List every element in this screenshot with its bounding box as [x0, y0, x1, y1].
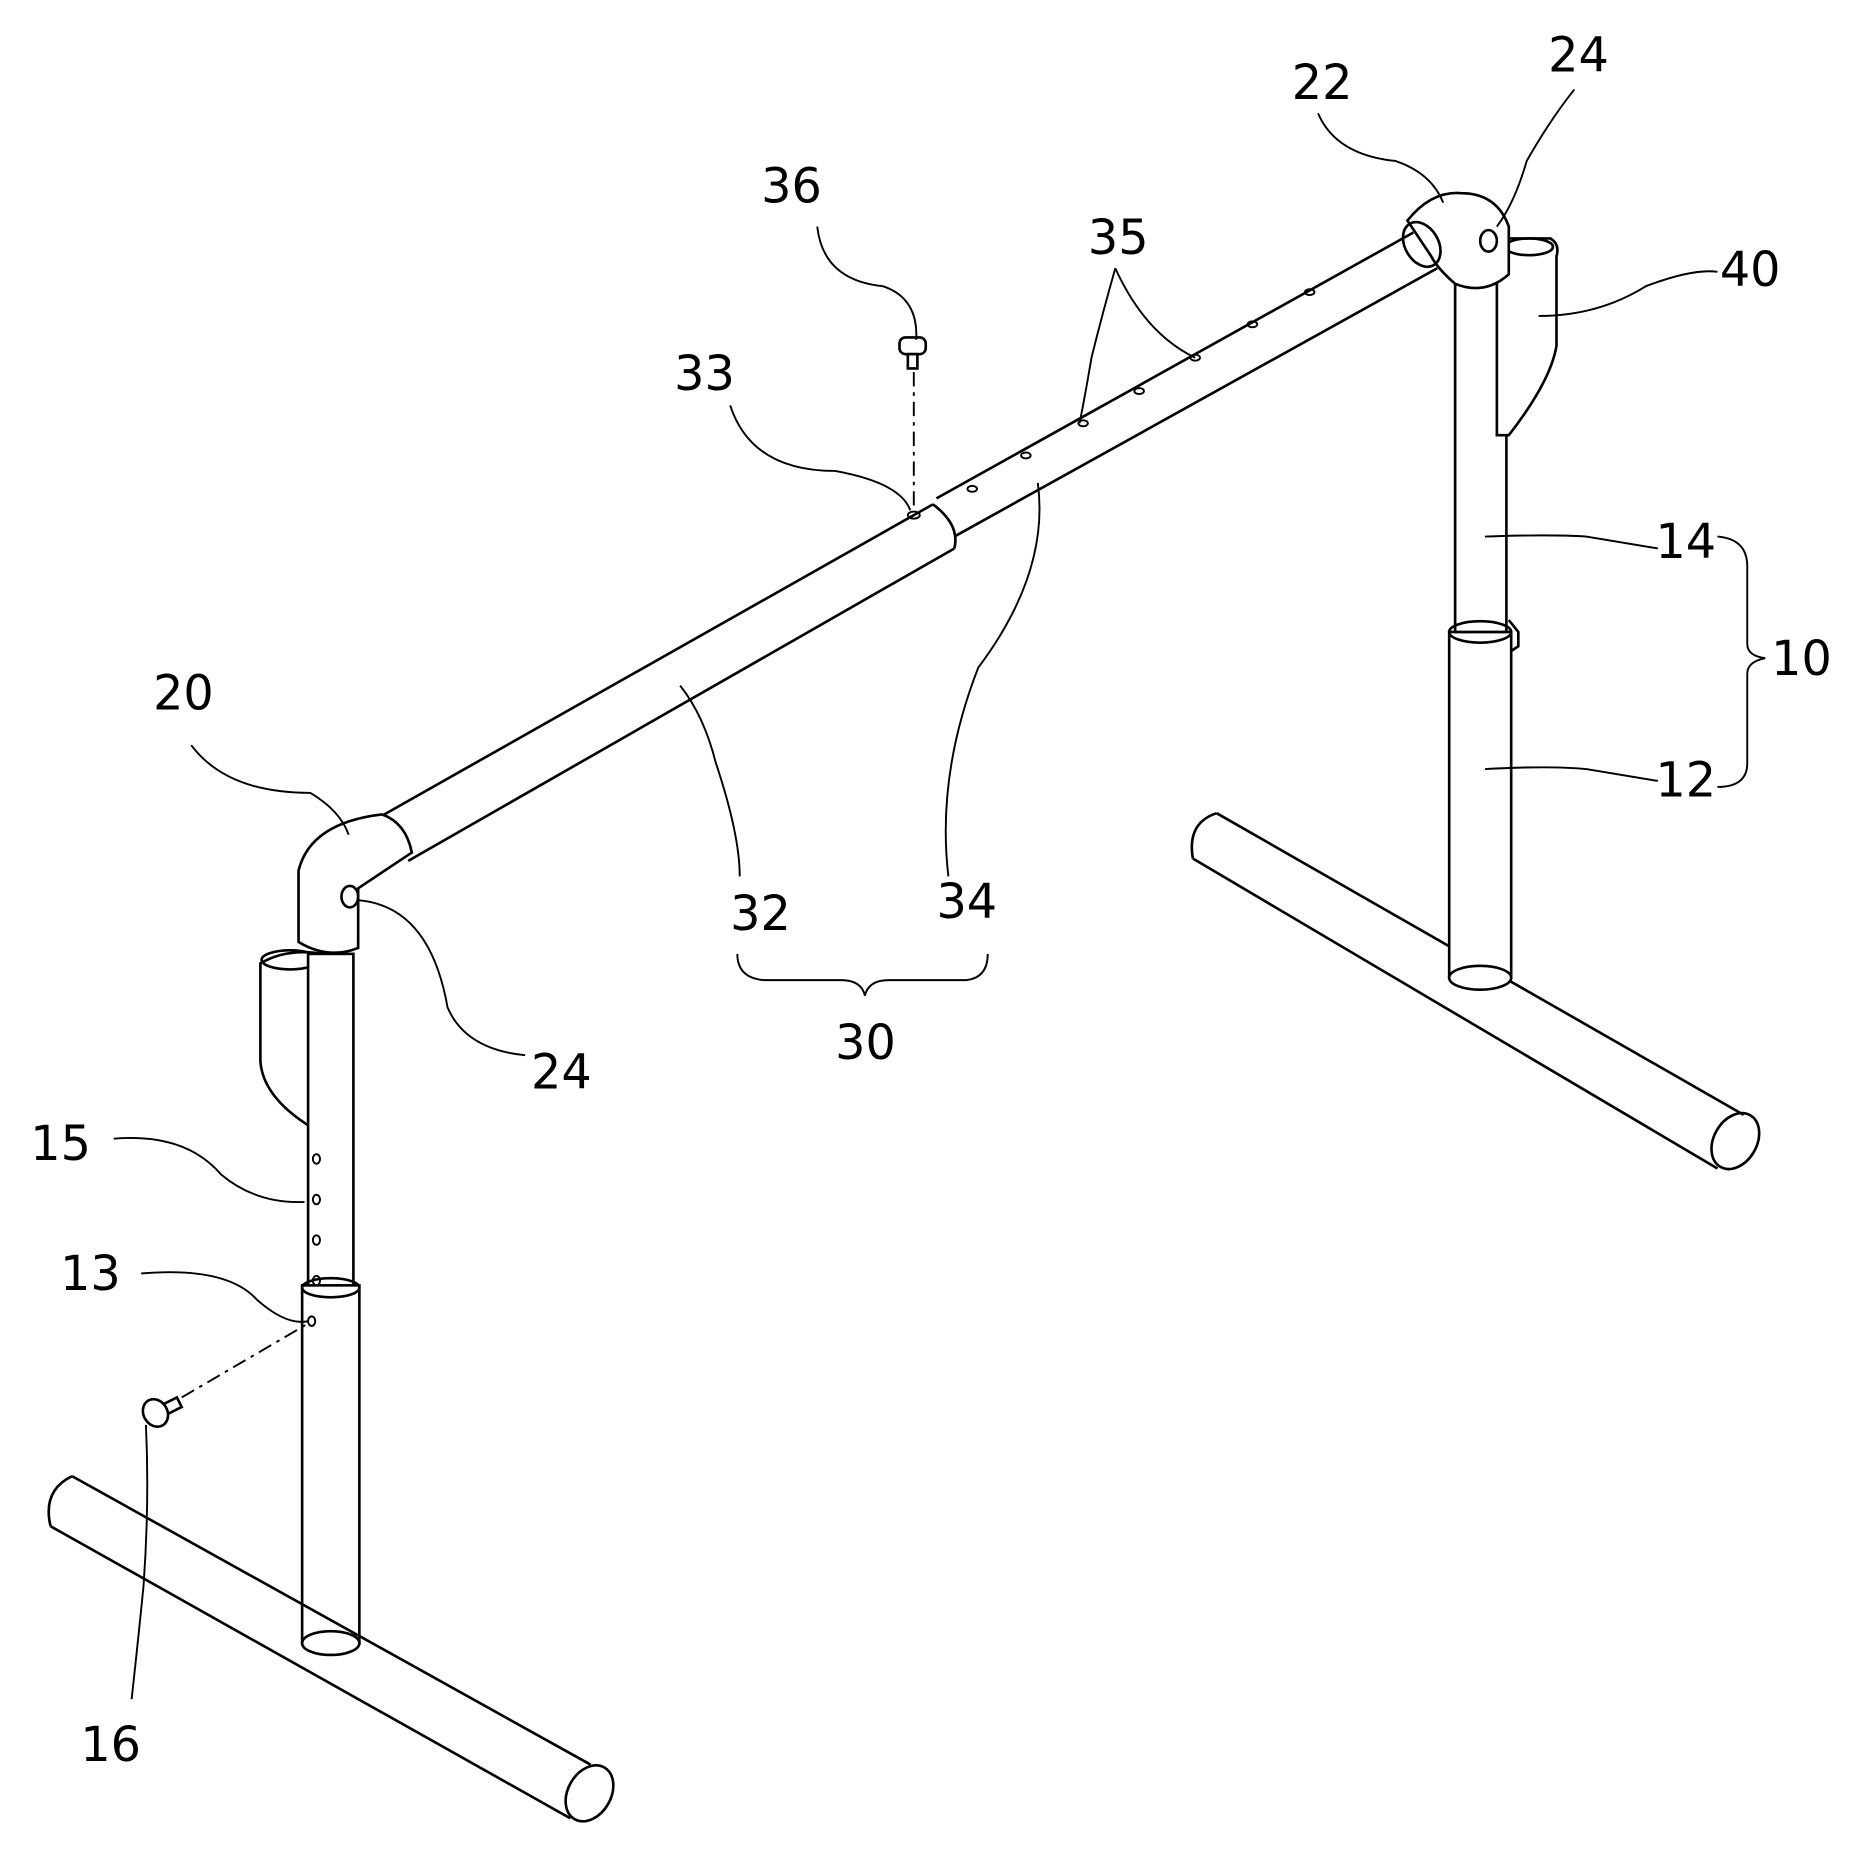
beam-34: [935, 231, 1438, 538]
right-elbow: [1401, 191, 1511, 290]
label-16: 16: [80, 1718, 141, 1773]
label-10: 10: [1771, 632, 1832, 687]
label-33: 33: [674, 347, 735, 402]
leader-lines: [113, 88, 1766, 1700]
label-40: 40: [1720, 243, 1781, 298]
label-12: 12: [1655, 753, 1716, 808]
beam-32: [383, 503, 957, 863]
label-14: 14: [1655, 515, 1716, 570]
label-32: 32: [730, 887, 791, 942]
label-34: 34: [936, 875, 997, 930]
label-20: 20: [153, 666, 214, 721]
label-13: 13: [60, 1247, 121, 1302]
reference-labels: 36 33 35 22 24 40 14 10 12 20 32 34 30 2…: [30, 29, 1832, 1774]
label-22: 22: [1292, 56, 1353, 111]
label-24-right: 24: [1548, 29, 1609, 84]
pin-36: [898, 336, 928, 511]
label-24-left: 24: [531, 1046, 592, 1101]
left-post: [300, 952, 361, 1657]
label-35: 35: [1088, 211, 1149, 266]
left-foot-tube: [47, 1474, 615, 1823]
right-holder: [1495, 237, 1559, 437]
left-elbow: [297, 813, 414, 954]
label-30: 30: [835, 1016, 896, 1071]
pin-16: [141, 1322, 309, 1429]
label-15: 15: [30, 1117, 91, 1172]
label-36: 36: [761, 160, 822, 215]
